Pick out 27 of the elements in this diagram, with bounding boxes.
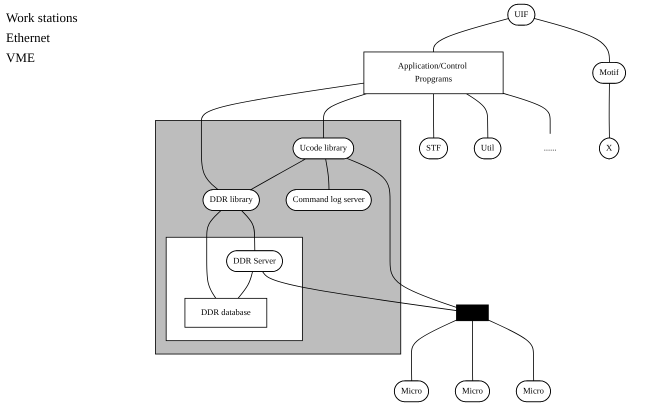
node-box: Application/Control Propgrams <box>363 52 504 94</box>
connector <box>238 271 253 299</box>
connector <box>502 92 551 134</box>
connector <box>433 93 434 139</box>
connector <box>411 320 457 382</box>
connector <box>472 320 474 382</box>
connector <box>433 18 510 52</box>
connector <box>608 83 610 139</box>
node-box: DDR database <box>184 298 268 328</box>
node-text: ...... <box>544 144 557 153</box>
connector <box>325 158 330 190</box>
connector <box>241 210 256 252</box>
network-label: Ethernet <box>6 30 52 46</box>
connector <box>488 320 534 382</box>
connector <box>534 18 610 64</box>
connector <box>346 158 457 308</box>
node-bar <box>456 304 489 322</box>
connector <box>206 210 222 299</box>
cluster <box>155 120 402 354</box>
cluster <box>166 236 303 342</box>
connector <box>466 93 488 139</box>
connector <box>200 82 364 190</box>
network-label: VME <box>6 50 36 66</box>
connector <box>262 271 457 311</box>
network-label: Work stations <box>6 10 79 26</box>
connector <box>250 158 306 190</box>
connector <box>323 93 367 139</box>
